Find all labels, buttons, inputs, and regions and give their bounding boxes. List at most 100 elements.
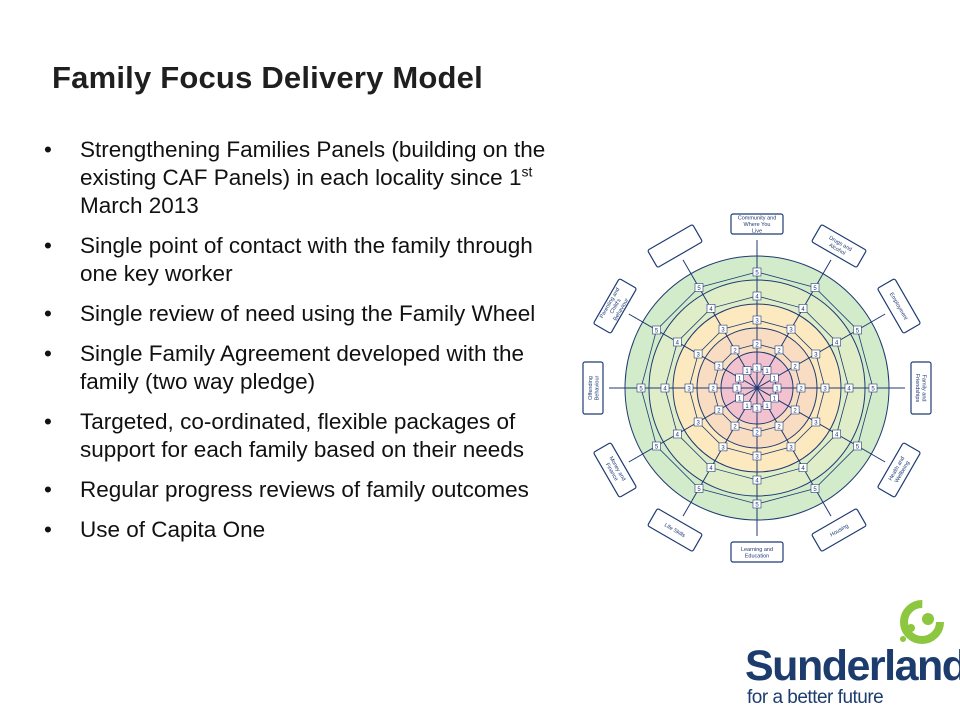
- wheel-score-number: 4: [835, 341, 839, 347]
- wheel-score-box: [752, 475, 762, 485]
- wheel-score-number: 4: [676, 433, 680, 439]
- wheel-score-number: 2: [793, 365, 797, 371]
- wheel-score-number: 1: [765, 404, 769, 410]
- wheel-score-box: [786, 442, 796, 452]
- wheel-score-box: [752, 427, 762, 437]
- wheel-score-number: 3: [814, 421, 818, 427]
- wheel-score-number: 2: [755, 431, 759, 437]
- logo-tagline: for a better future: [747, 687, 884, 708]
- wheel-score-box: [752, 339, 762, 349]
- wheel-score-box: [762, 366, 772, 375]
- wheel-score-box: [790, 361, 800, 371]
- wheel-score-number: 4: [755, 295, 759, 301]
- logo-mark-icon: [900, 600, 944, 644]
- bullet-text: Single review of need using the Family W…: [80, 301, 536, 326]
- wheel-label-text: Friendships: [914, 374, 920, 403]
- wheel-label-frame: [730, 213, 784, 235]
- wheel-score-box: [832, 429, 841, 439]
- wheel-score-box: [752, 291, 762, 301]
- wheel-score-number: 5: [856, 329, 860, 335]
- wheel-score-number: 3: [687, 387, 691, 393]
- wheel-score-number: 2: [717, 409, 721, 415]
- wheel-label-box: Life Skills: [647, 508, 703, 552]
- wheel-score-box: [660, 383, 670, 393]
- wheel-score-number: 5: [813, 487, 817, 493]
- wheel-score-box: [774, 421, 784, 431]
- wheel-score-box: [770, 373, 779, 383]
- wheel-score-number: 1: [765, 369, 769, 375]
- wheel-score-number: 5: [697, 286, 701, 292]
- wheel-score-box: [752, 499, 762, 509]
- wheel-score-box: [810, 484, 820, 493]
- wheel-label-frame: [647, 508, 703, 552]
- wheel-label-text: Community and: [738, 216, 777, 222]
- logo-wordmark: Sunderland: [745, 642, 960, 690]
- wheel-label-frame: [811, 508, 867, 552]
- bullet-superscript: st: [521, 163, 533, 180]
- wheel-label-frame: [593, 278, 637, 334]
- bullet-text: Use of Capita One: [80, 517, 266, 542]
- wheel-score-number: 1: [755, 367, 759, 373]
- wheel-score-box: [752, 267, 762, 277]
- wheel-score-number: 4: [847, 387, 851, 393]
- wheel-score-number: 4: [801, 466, 805, 472]
- wheel-score-box: [742, 401, 752, 410]
- wheel-score-box: [772, 383, 782, 393]
- wheel-score-number: 3: [696, 421, 700, 427]
- wheel-score-number: 4: [835, 433, 839, 439]
- wheel-score-number: 4: [801, 307, 805, 313]
- wheel-score-number: 1: [735, 387, 739, 393]
- wheel-label-box: [647, 224, 703, 268]
- wheel-score-box: [798, 463, 808, 472]
- wheel-score-number: 5: [755, 503, 759, 509]
- wheel-score-number: 4: [709, 466, 713, 472]
- wheel-score-box: [832, 337, 841, 347]
- wheel-score-box: [742, 366, 752, 375]
- wheel-score-box: [735, 393, 744, 403]
- wheel-score-number: 5: [655, 445, 659, 451]
- bullet-text: Single Family Agreement developed with t…: [80, 341, 525, 394]
- bullet-text: Regular progress reviews of family outco…: [80, 477, 529, 502]
- wheel-score-number: 3: [696, 353, 700, 359]
- wheel-score-box: [718, 442, 728, 452]
- wheel-score-box: [868, 383, 878, 393]
- wheel-score-number: 1: [738, 377, 742, 383]
- bullet-text: Single point of contact with the family …: [80, 233, 533, 286]
- wheel-label-text: Learning and: [741, 547, 773, 553]
- wheel-score-number: 5: [856, 445, 860, 451]
- wheel-score-number: 2: [777, 348, 781, 354]
- wheel-score-box: [811, 417, 821, 427]
- wheel-score-number: 2: [733, 425, 737, 431]
- bullet-item: Use of Capita One: [44, 516, 574, 544]
- wheel-score-number: 2: [755, 343, 759, 349]
- wheel-score-box: [811, 349, 821, 359]
- wheel-score-number: 4: [755, 479, 759, 485]
- wheel-score-box: [706, 304, 716, 313]
- wheel-score-box: [693, 349, 703, 359]
- wheel-label-text: Offending: [588, 376, 594, 400]
- wheel-score-number: 3: [823, 387, 827, 393]
- wheel-label-frame: [877, 278, 921, 334]
- wheel-score-box: [844, 383, 854, 393]
- wheel-score-number: 2: [799, 387, 803, 393]
- wheel-label-text: Where You: [744, 222, 771, 228]
- bullet-item: Single point of contact with the family …: [44, 232, 574, 288]
- wheel-score-number: 2: [711, 387, 715, 393]
- wheel-score-number: 3: [755, 319, 759, 325]
- wheel-score-box: [774, 345, 784, 355]
- wheel-score-box: [706, 463, 716, 472]
- wheel-score-box: [673, 429, 682, 439]
- wheel-score-box: [652, 441, 661, 451]
- wheel-score-box: [786, 324, 796, 334]
- wheel-score-number: 1: [775, 387, 779, 393]
- wheel-label-text: Behaviour: [594, 375, 600, 400]
- bullet-text: Targeted, co-ordinated, flexible package…: [80, 409, 525, 462]
- wheel-score-box: [798, 304, 808, 313]
- wheel-score-box: [770, 393, 779, 403]
- wheel-score-number: 1: [755, 407, 759, 413]
